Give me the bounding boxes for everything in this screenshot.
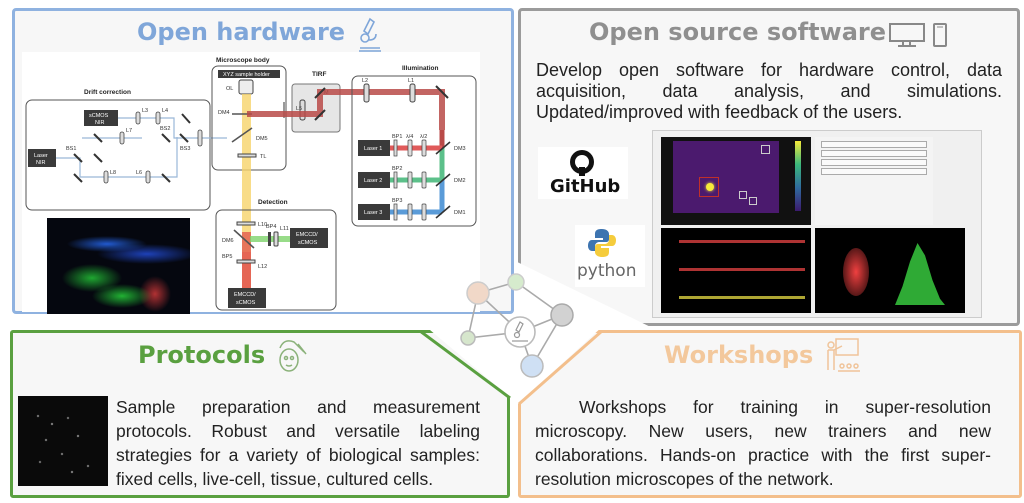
- label-dm4: DM4: [218, 110, 230, 116]
- label-l7: L7: [126, 128, 132, 134]
- python-snakes-icon: [588, 229, 616, 257]
- open-hardware-title: Open hardware: [137, 18, 346, 46]
- nir-label: NIR: [95, 120, 105, 126]
- software-description: Develop open software for hardware contr…: [536, 60, 1002, 122]
- github-octocat-icon: [570, 150, 594, 176]
- nir-label: NIR: [36, 160, 46, 166]
- gui-image-view: [661, 137, 811, 225]
- label-l2: L2: [362, 78, 368, 84]
- section-microscope-body: Microscope body: [216, 57, 270, 64]
- label-l5: L5: [296, 106, 302, 112]
- center-node: [504, 316, 536, 348]
- drift-correction-box: [25, 99, 211, 211]
- section-drift-correction: Drift correction: [84, 89, 131, 96]
- presenter-icon: [827, 338, 860, 372]
- section-tirf: TIRF: [312, 71, 326, 78]
- protocols-border-diagonal: [420, 330, 511, 400]
- gui-scatter-histogram: [815, 228, 965, 313]
- laser-2-label: Laser 2: [364, 178, 382, 184]
- microscope-icon: [359, 17, 381, 52]
- scmos-label: sCMOS: [298, 240, 318, 246]
- label-dm1: DM1: [454, 210, 466, 216]
- desktop-icon: [889, 23, 925, 47]
- workshops-panel: [518, 330, 1022, 498]
- emccd-bottom-box: [228, 288, 266, 308]
- workshops-border-diagonal: [518, 330, 603, 406]
- label-bs2: BS2: [160, 126, 170, 132]
- label-bp3: BP3: [392, 198, 402, 204]
- label-bp4: BP4: [266, 224, 276, 230]
- emccd-label: EMCCD/: [296, 232, 318, 238]
- open-source-software-title: Open source software: [589, 18, 887, 46]
- label-bp2: BP2: [392, 166, 402, 172]
- python-logo: python: [575, 225, 645, 287]
- label-dm6: DM6: [222, 238, 234, 244]
- label-lambda4: λ/4: [406, 134, 413, 140]
- emccd-right-box: [290, 228, 328, 248]
- label-l10: L10: [258, 222, 267, 228]
- label-tl: TL: [260, 154, 266, 160]
- label-dm2: DM2: [454, 178, 466, 184]
- gui-controls-panel: [815, 137, 933, 225]
- emccd-label: EMCCD/: [234, 292, 256, 298]
- label-l4: L4: [162, 108, 168, 114]
- label-l6: L6: [136, 170, 142, 176]
- laser-3-label: Laser 3: [364, 210, 382, 216]
- label-bs3: BS3: [180, 146, 190, 152]
- laser-1-box: [358, 140, 390, 156]
- label-dm3: DM3: [454, 146, 466, 152]
- workshops-node: [466, 281, 490, 305]
- label-l3: L3: [142, 108, 148, 114]
- protocols-description: Sample preparation and measurement proto…: [116, 397, 480, 489]
- label-l12: L12: [258, 264, 267, 270]
- workshops-description: Workshops for training in super-resoluti…: [535, 397, 991, 489]
- label-bs1: BS1: [66, 146, 76, 152]
- github-logo: GitHub: [538, 147, 628, 199]
- gui-timetraces: [661, 228, 811, 313]
- laser-label: Laser: [34, 153, 48, 159]
- illumination-box: [351, 75, 477, 227]
- label-ol: OL: [226, 86, 233, 92]
- detection-box: [215, 209, 337, 311]
- laser-setup-photo: [47, 218, 190, 314]
- label-dm5: DM5: [256, 136, 268, 142]
- protocols-microscopy-image: [18, 396, 108, 486]
- laser-nir-box: [28, 149, 56, 167]
- protocols-node-small: [507, 273, 525, 291]
- label-bp1: BP1: [392, 134, 402, 140]
- software-gui-screenshot: [652, 130, 982, 318]
- face-mask-icon: [279, 340, 307, 372]
- scmos-nir-box: [84, 110, 118, 126]
- sample-holder-box: [218, 70, 280, 78]
- label-l11: L11: [280, 226, 289, 232]
- tablet-icon: [933, 23, 947, 47]
- software-node: [550, 303, 574, 327]
- label-bp5: BP5: [222, 254, 232, 260]
- protocols-title: Protocols: [138, 341, 266, 369]
- python-wordmark: python: [577, 261, 637, 281]
- label-l1: L1: [408, 78, 414, 84]
- section-illumination: Illumination: [402, 65, 439, 72]
- hardware-node: [520, 354, 544, 378]
- optical-setup-diagram: Drift correction sCMOS NIR Laser NIR L3 …: [22, 52, 480, 312]
- center-microscope-icon: [512, 321, 528, 342]
- label-l8: L8: [110, 170, 116, 176]
- scmos-label: sCMOS: [89, 113, 109, 119]
- laser-1-label: Laser 1: [364, 146, 382, 152]
- sample-holder-label: XYZ sample holder: [223, 72, 270, 78]
- scmos-label: sCMOS: [236, 300, 256, 306]
- section-detection: Detection: [258, 199, 288, 206]
- github-wordmark: GitHub: [550, 176, 621, 197]
- protocols-node: [460, 330, 476, 346]
- laser-3-box: [358, 204, 390, 220]
- laser-2-box: [358, 172, 390, 188]
- label-lambda2: λ/2: [420, 134, 427, 140]
- network-graphic: [460, 273, 574, 378]
- workshops-title: Workshops: [664, 341, 814, 369]
